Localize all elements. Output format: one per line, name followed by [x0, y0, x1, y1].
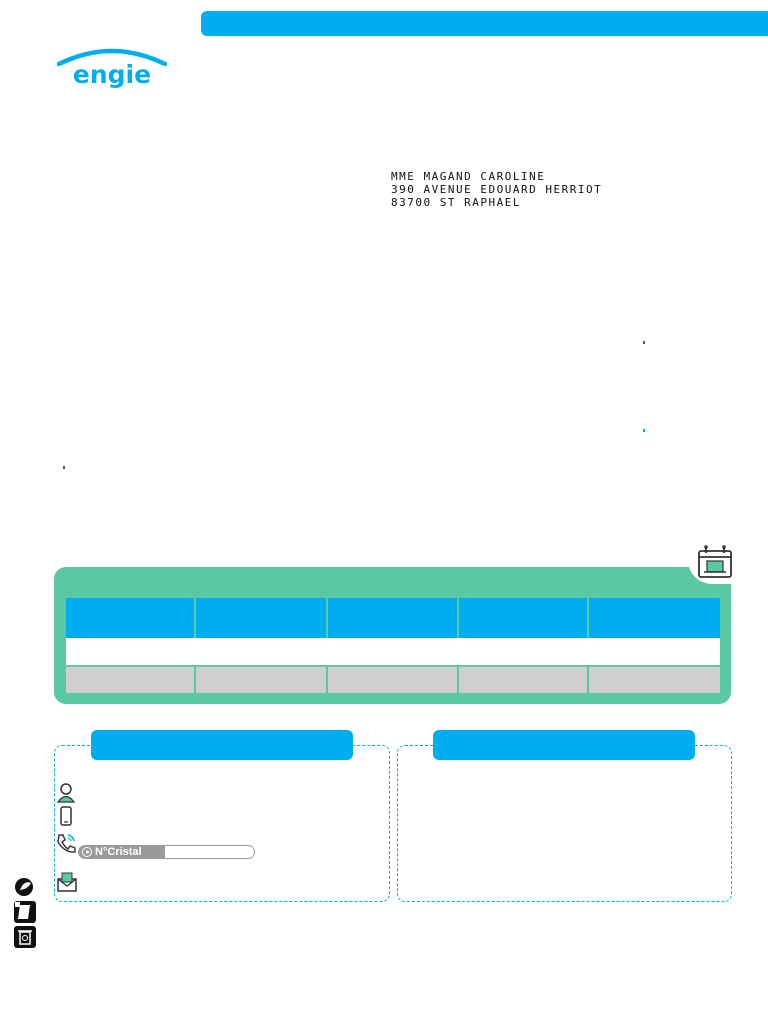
- header-bar: [201, 11, 768, 36]
- table-footer-cell: [589, 667, 720, 693]
- table-footer-cell: [328, 667, 457, 693]
- mark: [643, 429, 645, 432]
- logo-wordmark: engie: [73, 60, 151, 88]
- play-icon: [82, 847, 92, 857]
- calendar-badge: [688, 540, 738, 584]
- contact-box-right: [397, 745, 732, 902]
- table-footer-cell: [196, 667, 326, 693]
- recipient-street: 390 AVENUE EDOUARD HERRIOT: [391, 183, 603, 196]
- recycle-bin-icon: [12, 925, 38, 948]
- phone-call-icon: [55, 832, 76, 853]
- paper-icon: [12, 900, 38, 923]
- table-row: [66, 638, 720, 665]
- contact-header-left: [91, 730, 353, 760]
- table-header-cell: [328, 598, 457, 638]
- table-header-cell: [196, 598, 326, 638]
- table-header-cell: [66, 598, 194, 638]
- table-header-cell: [589, 598, 720, 638]
- recipient-city: 83700 ST RAPHAEL: [391, 196, 521, 209]
- contact-box-left: [54, 745, 390, 902]
- table-footer-cell: [459, 667, 587, 693]
- mobile-phone-icon: [58, 806, 78, 826]
- table-header-cell: [459, 598, 587, 638]
- mail-icon: [56, 872, 77, 892]
- cristal-label: N°Cristal: [95, 845, 142, 858]
- engie-logo: engie: [55, 44, 169, 89]
- cristal-number-badge: N°Cristal: [78, 845, 255, 859]
- calendar-icon: [698, 545, 732, 578]
- mark: [63, 466, 65, 469]
- recipient-name: MME MAGAND CAROLINE: [391, 170, 546, 183]
- mark: [643, 341, 645, 344]
- summary-table: [66, 598, 720, 693]
- contact-header-right: [433, 730, 695, 760]
- recipient-address: MME MAGAND CAROLINE 390 AVENUE EDOUARD H…: [391, 170, 602, 209]
- person-icon: [56, 782, 76, 803]
- table-footer-cell: [66, 667, 194, 693]
- eco-leaf-icon: [12, 876, 38, 898]
